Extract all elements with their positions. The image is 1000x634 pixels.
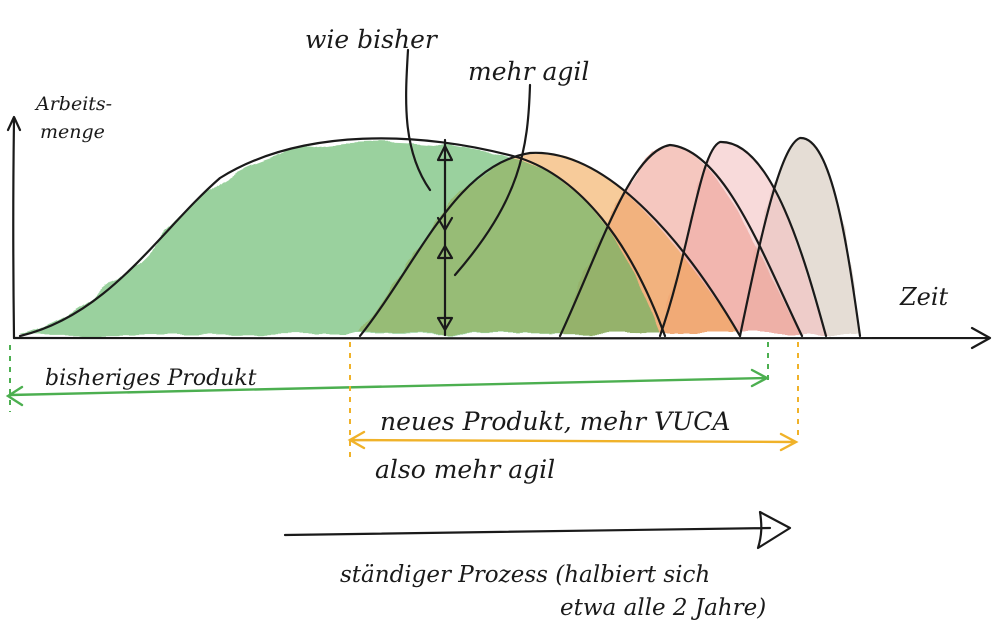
workload-comparison-arrow	[436, 138, 454, 337]
old-product-label: bisheriges Produkt	[45, 366, 257, 391]
x-axis-label: Zeit	[899, 283, 949, 311]
process-label-line2: etwa alle 2 Jahre)	[560, 595, 766, 621]
watercolor-fills	[20, 137, 860, 335]
curve-outlines	[18, 136, 862, 338]
new-curve-1	[358, 151, 742, 338]
fill-green-curve	[20, 141, 660, 335]
continuous-process: ständiger Prozess (halbiert sich etwa al…	[283, 510, 792, 621]
annotation-more-agile: mehr agil	[468, 57, 589, 86]
old-product-curve	[18, 137, 667, 338]
x-axis	[12, 326, 992, 350]
process-arrow	[283, 510, 792, 550]
new-curve-3	[658, 140, 828, 338]
y-axis	[6, 115, 22, 340]
new-product-range: neues Produkt, mehr VUCA also mehr agil	[347, 342, 799, 484]
new-curve-4	[738, 136, 862, 338]
y-axis-label-line2: menge	[40, 121, 105, 143]
old-product-range: bisheriges Produkt	[5, 342, 770, 412]
process-label-line1: ständiger Prozess (halbiert sich	[340, 562, 710, 588]
new-product-label: neues Produkt, mehr VUCA	[380, 407, 730, 436]
new-curve-2	[558, 143, 804, 338]
y-axis-label-line1: Arbeits-	[34, 93, 112, 115]
pointer-more-agile	[453, 83, 532, 277]
annotation-as-before: wie bisher	[305, 25, 439, 54]
so-more-agile-label: also mehr agil	[375, 455, 555, 484]
pointer-as-before	[405, 48, 432, 192]
